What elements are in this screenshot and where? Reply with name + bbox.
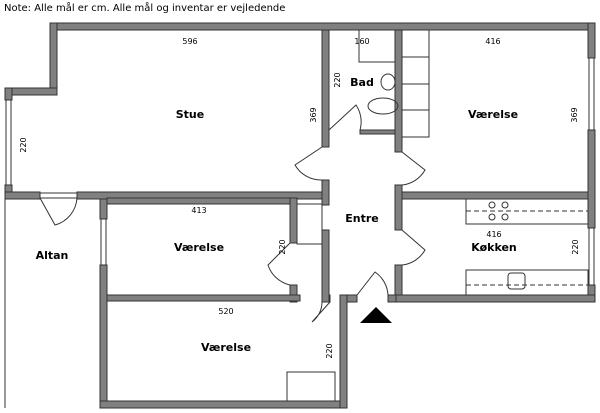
room-label-vaerelse-mid: Værelse (174, 241, 224, 254)
dim-vaerelse-s-width: 520 (218, 307, 233, 316)
wardrobes (286, 29, 430, 402)
walls (4, 22, 596, 409)
entrance-triangle-icon (360, 307, 392, 323)
kitchen-sink-icon (507, 272, 526, 290)
dim-koekken-height: 220 (571, 239, 580, 254)
toilet-icon (367, 97, 399, 115)
kitchen-counters (465, 198, 589, 296)
sink-icon (380, 73, 396, 91)
dim-vaerelse-ne-width: 416 (485, 37, 500, 46)
doors (39, 104, 426, 323)
bathroom-fixtures (358, 30, 399, 115)
room-label-stue: Stue (176, 108, 204, 121)
windows (5, 57, 595, 286)
stove-burner-icon (488, 201, 496, 209)
dim-vaerelse-mid-height: 220 (278, 239, 287, 254)
dim-koekken-width: 416 (486, 230, 501, 239)
plan-note: Note: Alle mål er cm. Alle mål og invent… (4, 3, 286, 14)
dim-stue-width: 596 (182, 37, 197, 46)
dim-bad-width: 160 (354, 37, 369, 46)
room-label-entre: Entre (345, 212, 379, 225)
dim-stue-height: 369 (309, 107, 318, 122)
room-label-bad: Bad (350, 76, 374, 89)
room-label-vaerelse-s: Værelse (201, 341, 251, 354)
room-label-vaerelse-ne: Værelse (468, 108, 518, 121)
dim-vaerelse-mid-width: 413 (191, 206, 206, 215)
dim-vaerelse-ne-height: 369 (570, 107, 579, 122)
dim-bad-height: 220 (333, 72, 342, 87)
room-label-koekken: Køkken (471, 241, 517, 254)
dim-stue-window: 220 (19, 137, 28, 152)
dim-vaerelse-s-height: 220 (325, 343, 334, 358)
room-label-altan: Altan (36, 249, 69, 262)
